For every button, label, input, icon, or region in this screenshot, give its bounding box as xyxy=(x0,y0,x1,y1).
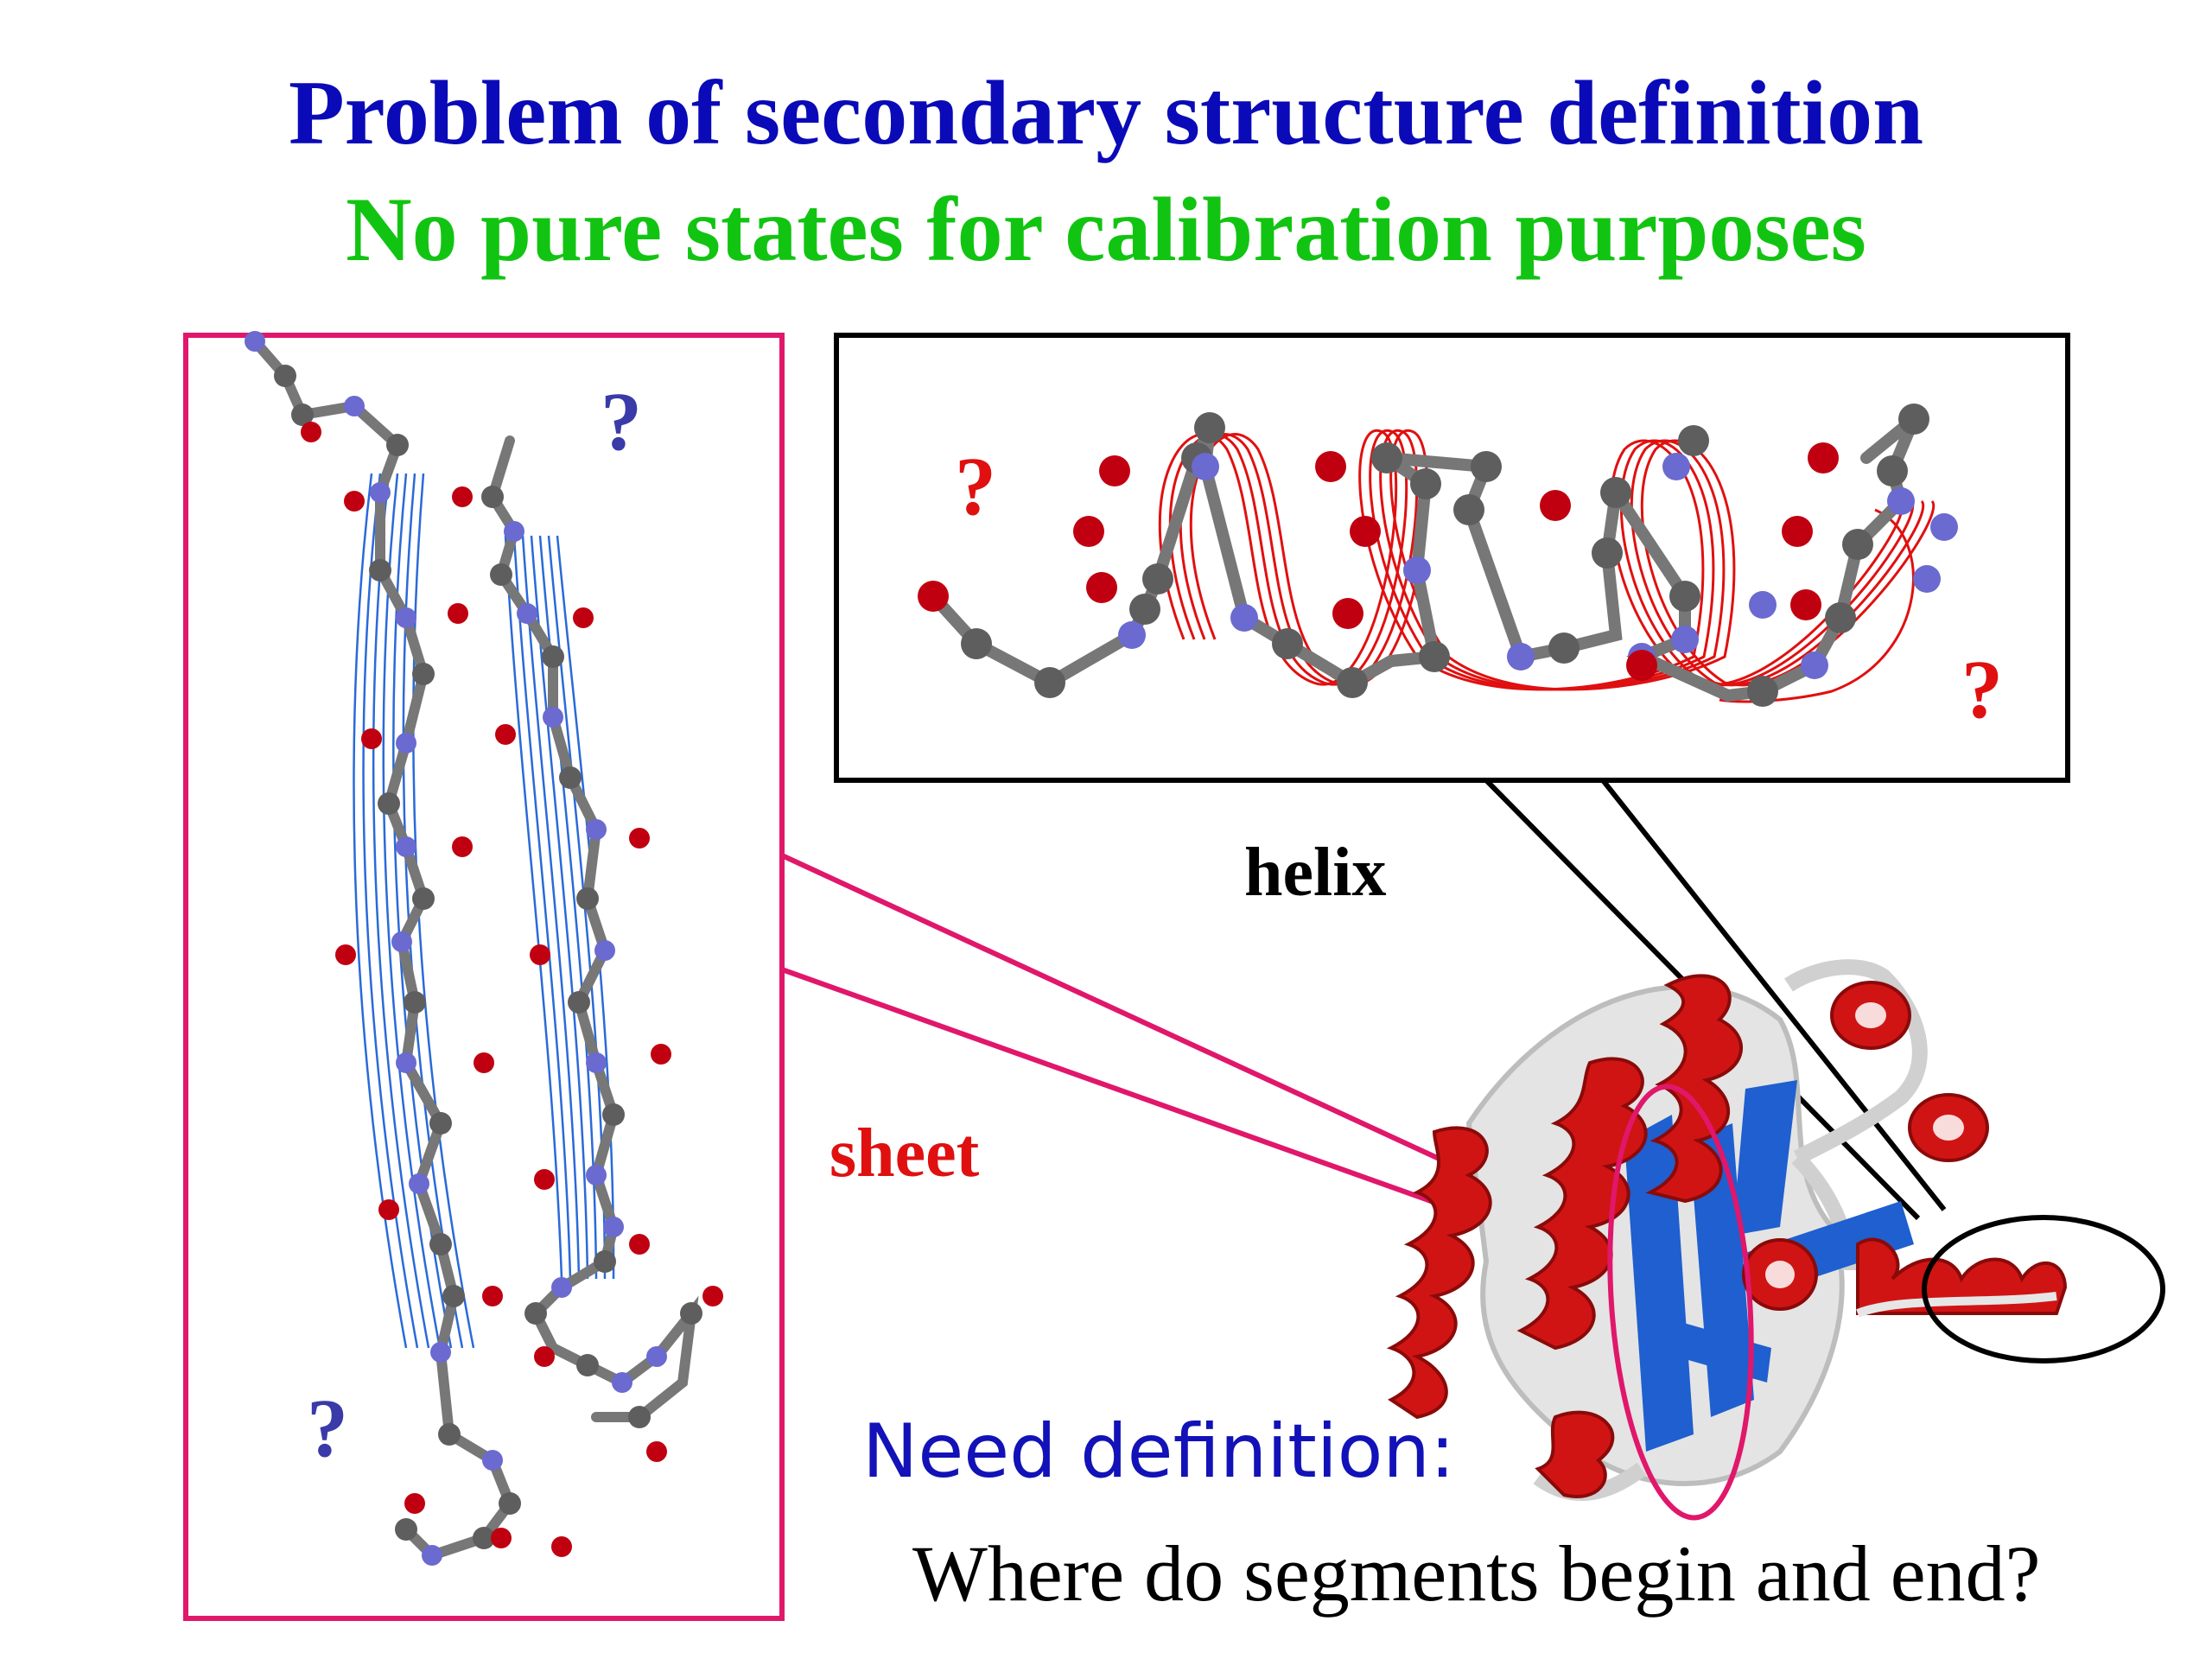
slide-subtitle: No pure states for calibration purposes xyxy=(346,179,1866,280)
sheet-atoms-nitrogen xyxy=(245,331,667,1566)
question-mark-helix-left: ? xyxy=(955,440,996,532)
sheet-backbone-left xyxy=(250,336,516,1561)
helix-label: helix xyxy=(1244,835,1387,911)
sheet-zoom-box xyxy=(183,333,785,1621)
segment-question-text: Where do segments begin and end? xyxy=(912,1529,2041,1618)
sheet-backbone-right xyxy=(486,435,699,1422)
protein-cartoon xyxy=(1386,959,2068,1502)
sheet-atoms-carbon xyxy=(274,365,702,1549)
need-definition-text: Need definition: xyxy=(862,1408,1455,1495)
question-mark-sheet-bottom: ? xyxy=(307,1382,348,1474)
question-mark-helix-right: ? xyxy=(1961,643,2003,735)
question-mark-sheet-top: ? xyxy=(601,375,642,467)
helix-atoms-oxygen xyxy=(918,442,1839,681)
sheet-atoms-oxygen xyxy=(301,422,723,1557)
helix-callout-line-right xyxy=(1600,779,1947,1211)
helix-highlight-oval xyxy=(1922,1215,2165,1363)
sheet-label: sheet xyxy=(830,1116,980,1192)
helix-zoom-box xyxy=(834,333,2070,783)
sheet-highlight-oval xyxy=(1607,1084,1754,1521)
slide-title: Problem of secondary structure definitio… xyxy=(288,62,1924,163)
